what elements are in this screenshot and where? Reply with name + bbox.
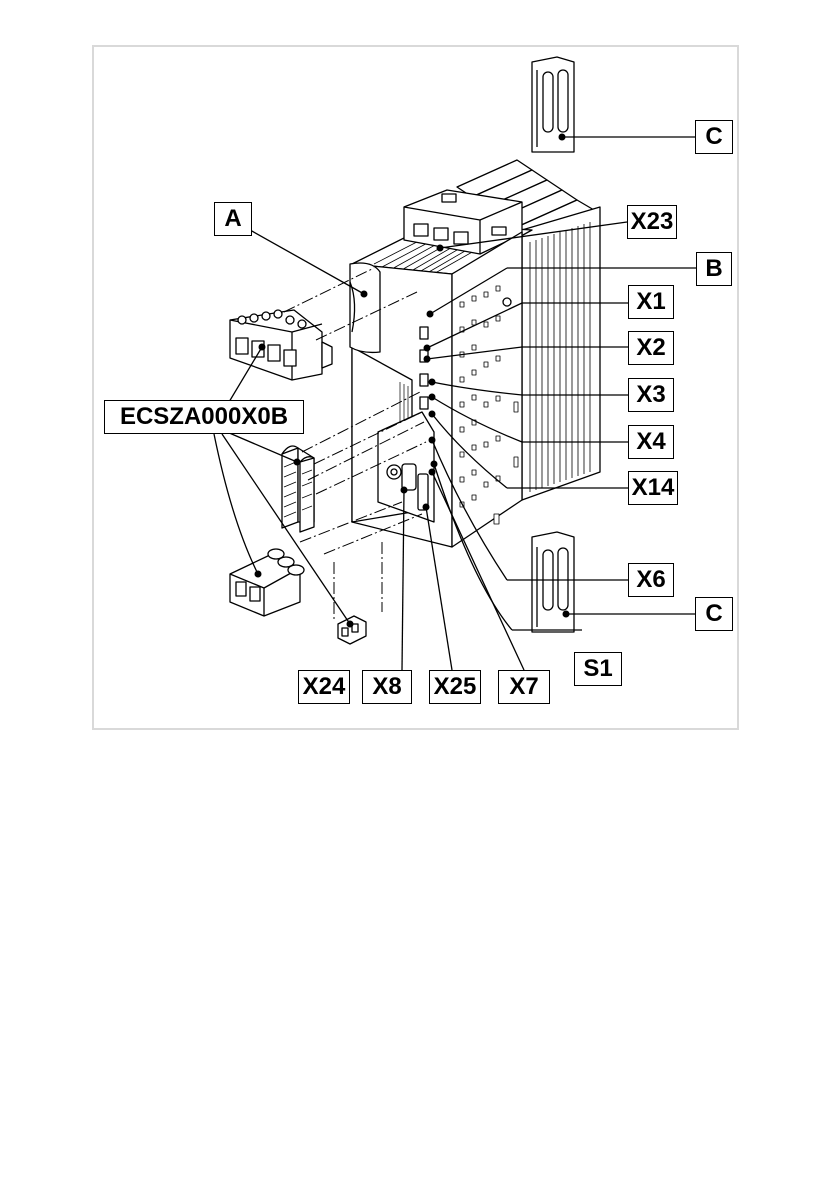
callout-x3: X3: [628, 378, 674, 412]
callout-x14: X14: [628, 471, 678, 505]
mounting-rail-top: [532, 57, 574, 152]
device-illustration: [230, 57, 600, 644]
plug-x24: [338, 616, 366, 644]
callout-c-bottom: C: [695, 597, 733, 631]
callout-x23: X23: [627, 205, 677, 239]
callout-s1: S1: [574, 652, 622, 686]
callout-x2: X2: [628, 331, 674, 365]
callout-c-top: C: [695, 120, 733, 154]
callout-x8: X8: [362, 670, 412, 704]
callout-b: B: [696, 252, 732, 286]
callout-accessory: ECSZA000X0B: [104, 400, 304, 434]
callout-x6: X6: [628, 563, 674, 597]
power-connector-bottom: [230, 549, 304, 616]
callout-x7: X7: [498, 670, 550, 704]
callout-x1: X1: [628, 285, 674, 319]
power-connector-top: [230, 310, 332, 380]
figure-frame: A C X23 B X1 X2 X3 X4 X14 ECSZA000X0B X6…: [92, 45, 739, 730]
side-panel: [522, 207, 600, 500]
callout-x24: X24: [298, 670, 350, 704]
cover-a: [350, 263, 380, 352]
callout-a: A: [214, 202, 252, 236]
callout-x4: X4: [628, 425, 674, 459]
callout-x25: X25: [429, 670, 481, 704]
